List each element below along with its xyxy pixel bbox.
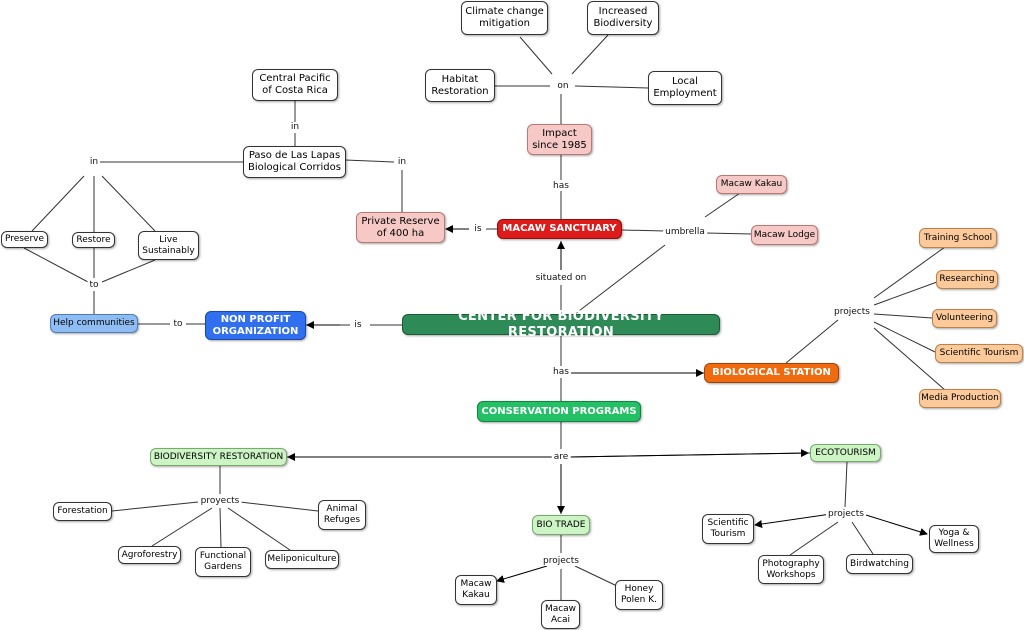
node-habitat-restoration[interactable]: Habitat Restoration (425, 69, 495, 102)
connector-line (344, 159, 395, 163)
connector-line (571, 34, 609, 75)
node-local-employment[interactable]: Local Employment (648, 71, 722, 105)
link-label-projects-trade: projects (541, 556, 581, 566)
node-preserve[interactable]: Preserve (1, 231, 48, 248)
node-macaw-sanctuary[interactable]: MACAW SANCTUARY (497, 219, 622, 239)
node-scientific-tourism-eco[interactable]: Scientific Tourism (702, 514, 754, 544)
link-label-is-reserve: is (472, 224, 484, 234)
node-non-profit-organization[interactable]: NON PROFIT ORGANIZATION (205, 311, 306, 340)
link-label-projects-eco: projects (826, 509, 866, 519)
link-label-projects-station: projects (832, 307, 872, 317)
connector-line (705, 232, 752, 235)
arrow-line (569, 449, 809, 458)
node-researching[interactable]: Researching (936, 270, 998, 289)
node-bio-trade[interactable]: BIO TRADE (532, 515, 590, 535)
node-photography-workshops[interactable]: Photography Workshops (758, 555, 824, 584)
connector-line (101, 175, 156, 232)
node-ecotourism[interactable]: ECOTOURISM (810, 444, 881, 462)
connector-line (851, 521, 874, 555)
connector-line (785, 319, 839, 364)
connector-line (219, 507, 222, 548)
connector-line (844, 461, 848, 508)
link-label-are: are (551, 452, 571, 462)
node-macaw-kakau-trade[interactable]: Macaw Kakau (455, 575, 497, 605)
node-restore[interactable]: Restore (72, 232, 115, 248)
connector-line (574, 85, 649, 89)
node-help-communities[interactable]: Help communities (50, 314, 138, 333)
link-label-in-left: in (87, 157, 101, 167)
link-label-in-right: in (395, 157, 409, 167)
link-label-is-nonprofit: is (352, 320, 364, 330)
node-scientific-tourism[interactable]: Scientific Tourism (935, 344, 1023, 363)
connector-line (574, 565, 618, 587)
node-functional-gardens[interactable]: Functional Gardens (195, 547, 251, 577)
node-training-school[interactable]: Training School (919, 228, 997, 248)
connector-line (873, 281, 938, 306)
node-increased-biodiversity[interactable]: Increased Biodiversity (587, 1, 659, 35)
connector-line (789, 521, 839, 556)
node-biological-station[interactable]: BIOLOGICAL STATION (704, 363, 839, 383)
link-label-to-help: to (87, 280, 101, 290)
connector-line (519, 36, 553, 75)
link-label-to-nonprofit: to (171, 319, 185, 329)
arrow-line (865, 514, 928, 536)
node-central-pacific[interactable]: Central Pacific of Costa Rica (252, 69, 338, 101)
link-label-on: on (555, 81, 571, 91)
node-conservation-programs[interactable]: CONSERVATION PROGRAMS (477, 401, 641, 422)
connector-line (101, 259, 156, 283)
node-live-sustainably[interactable]: Live Sustainably (138, 231, 199, 260)
node-forestation[interactable]: Forestation (53, 502, 112, 521)
connector-line (704, 192, 741, 218)
link-label-proyects: proyects (198, 496, 242, 506)
link-label-situated-on: situated on (533, 273, 589, 283)
connector-line (151, 507, 213, 547)
node-climate-change-mitigation[interactable]: Climate change mitigation (461, 1, 548, 35)
node-honey-polen[interactable]: Honey Polen K. (615, 580, 663, 610)
node-impact-since-1985[interactable]: Impact since 1985 (527, 124, 592, 155)
node-volunteering[interactable]: Volunteering (932, 309, 997, 328)
node-macaw-kakau[interactable]: Macaw Kakau (716, 175, 787, 194)
connector-line (23, 247, 89, 283)
connector-line (239, 501, 319, 512)
connector-line (873, 246, 946, 299)
connector-line (111, 501, 199, 512)
node-macaw-acai[interactable]: Macaw Acai (541, 600, 580, 629)
connector-line (574, 244, 666, 315)
connector-line (873, 313, 933, 319)
arrow-line (754, 513, 832, 528)
connector-line (31, 175, 85, 232)
link-label-has-impact: has (551, 181, 571, 191)
link-label-umbrella: umbrella (663, 227, 707, 237)
node-yoga-wellness[interactable]: Yoga & Wellness (929, 525, 979, 553)
connector-line (621, 229, 666, 232)
link-label-has-station: has (551, 367, 571, 377)
node-center-for-biodiversity-restoration[interactable]: CENTER FOR BIODIVERSITY RESTORATION (402, 309, 720, 340)
node-meliponiculture[interactable]: Meliponiculture (265, 550, 339, 569)
arrow-line (496, 565, 548, 583)
node-animal-refuges[interactable]: Animal Refuges (318, 500, 366, 530)
node-macaw-lodge[interactable]: Macaw Lodge (751, 225, 818, 245)
node-private-reserve[interactable]: Private Reserve of 400 ha (356, 212, 445, 243)
node-agroforestry[interactable]: Agroforestry (118, 546, 181, 564)
node-media-production[interactable]: Media Production (919, 389, 1001, 408)
node-paso-de-las-lapas[interactable]: Paso de Las Lapas Biological Corridos (243, 146, 346, 178)
node-birdwatching[interactable]: Birdwatching (846, 554, 913, 574)
connector-line (227, 507, 291, 551)
node-biodiversity-restoration[interactable]: BIODIVERSITY RESTORATION (150, 448, 287, 466)
link-label-in-central: in (288, 122, 302, 132)
connector-line (873, 327, 946, 391)
connector-line (873, 321, 936, 353)
